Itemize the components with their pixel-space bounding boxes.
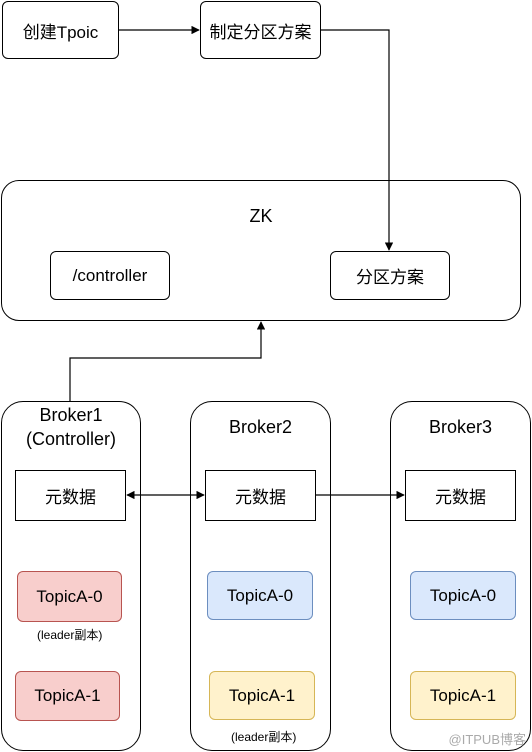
broker2-topica-1-label: TopicA-1: [228, 685, 296, 705]
broker1-topica-1-label: TopicA-1: [34, 686, 101, 705]
create-topic-label: 创建Tpoic: [22, 22, 99, 42]
broker1-title: Broker1: [39, 405, 103, 425]
broker1-topica-0-label: TopicA-0: [36, 586, 103, 606]
zk-partition-plan-box: 分区方案: [330, 251, 450, 300]
create-topic-box: 创建Tpoic: [2, 1, 119, 59]
broker2-topica-1-note: (leader副本): [231, 730, 297, 744]
broker3-topica-0-box: TopicA-0: [410, 571, 516, 620]
broker2-metadata-label: 元数据: [235, 488, 286, 507]
broker1-subtitle: (Controller): [25, 429, 117, 449]
broker2-topica-0-label: TopicA-0: [226, 585, 294, 605]
broker3-title: Broker3: [428, 417, 493, 437]
broker3-topica-1-box: TopicA-1: [410, 671, 516, 720]
broker1-topica-0-box: TopicA-0: [17, 571, 122, 622]
broker2-title: Broker2: [228, 417, 293, 437]
broker1-topica-0-note: (leader副本): [37, 628, 103, 642]
broker1-topica-1-box: TopicA-1: [15, 671, 120, 721]
broker3-topica-1-label: TopicA-1: [429, 685, 497, 705]
zk-controller-box: /controller: [50, 251, 170, 300]
broker2-metadata-box: 元数据: [205, 470, 316, 521]
broker3-metadata-box: 元数据: [405, 470, 516, 521]
broker1-metadata-label: 元数据: [45, 488, 96, 507]
broker1-metadata-box: 元数据: [15, 470, 126, 521]
watermark: @ITPUB博客: [448, 732, 526, 747]
arrow-broker1-to-zk: [69, 321, 266, 401]
zk-controller-label: /controller: [72, 265, 148, 285]
broker2-topica-1-box: TopicA-1: [209, 671, 315, 720]
broker2-topica-0-box: TopicA-0: [207, 571, 313, 620]
zk-partition-plan-label: 分区方案: [356, 268, 424, 287]
broker3-metadata-label: 元数据: [435, 488, 486, 507]
partition-plan-make-label: 制定分区方案: [209, 22, 312, 42]
zk-title: ZK: [249, 206, 273, 226]
partition-plan-make-box: 制定分区方案: [200, 1, 321, 59]
broker3-topica-0-label: TopicA-0: [429, 585, 497, 605]
